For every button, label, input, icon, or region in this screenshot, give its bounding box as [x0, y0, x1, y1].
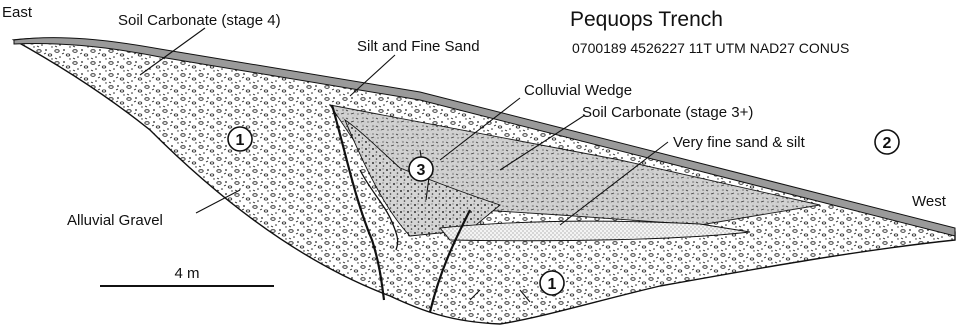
diagram-title: Pequops Trench — [570, 8, 723, 31]
label-very-fine-sand-silt: Very fine sand & silt — [673, 134, 806, 151]
unit-marker-3: 3 — [417, 162, 426, 179]
unit-marker-1-upper: 1 — [236, 132, 245, 149]
orientation-west: West — [912, 193, 947, 210]
unit-marker-1-lower: 1 — [548, 276, 557, 293]
label-soil-carbonate-stage3: Soil Carbonate (stage 3+) — [582, 104, 753, 121]
utm-coordinates: 0700189 4526227 11T UTM NAD27 CONUS — [572, 40, 849, 56]
scale-bar-label: 4 m — [174, 265, 199, 282]
label-soil-carbonate-stage4: Soil Carbonate (stage 4) — [118, 12, 281, 29]
label-silt-fine-sand: Silt and Fine Sand — [357, 38, 480, 55]
label-colluvial-wedge: Colluvial Wedge — [524, 82, 632, 99]
unit-marker-2: 2 — [883, 135, 892, 152]
label-alluvial-gravel: Alluvial Gravel — [67, 212, 163, 229]
orientation-east: East — [2, 4, 33, 21]
scale-bar: 4 m — [100, 265, 274, 286]
